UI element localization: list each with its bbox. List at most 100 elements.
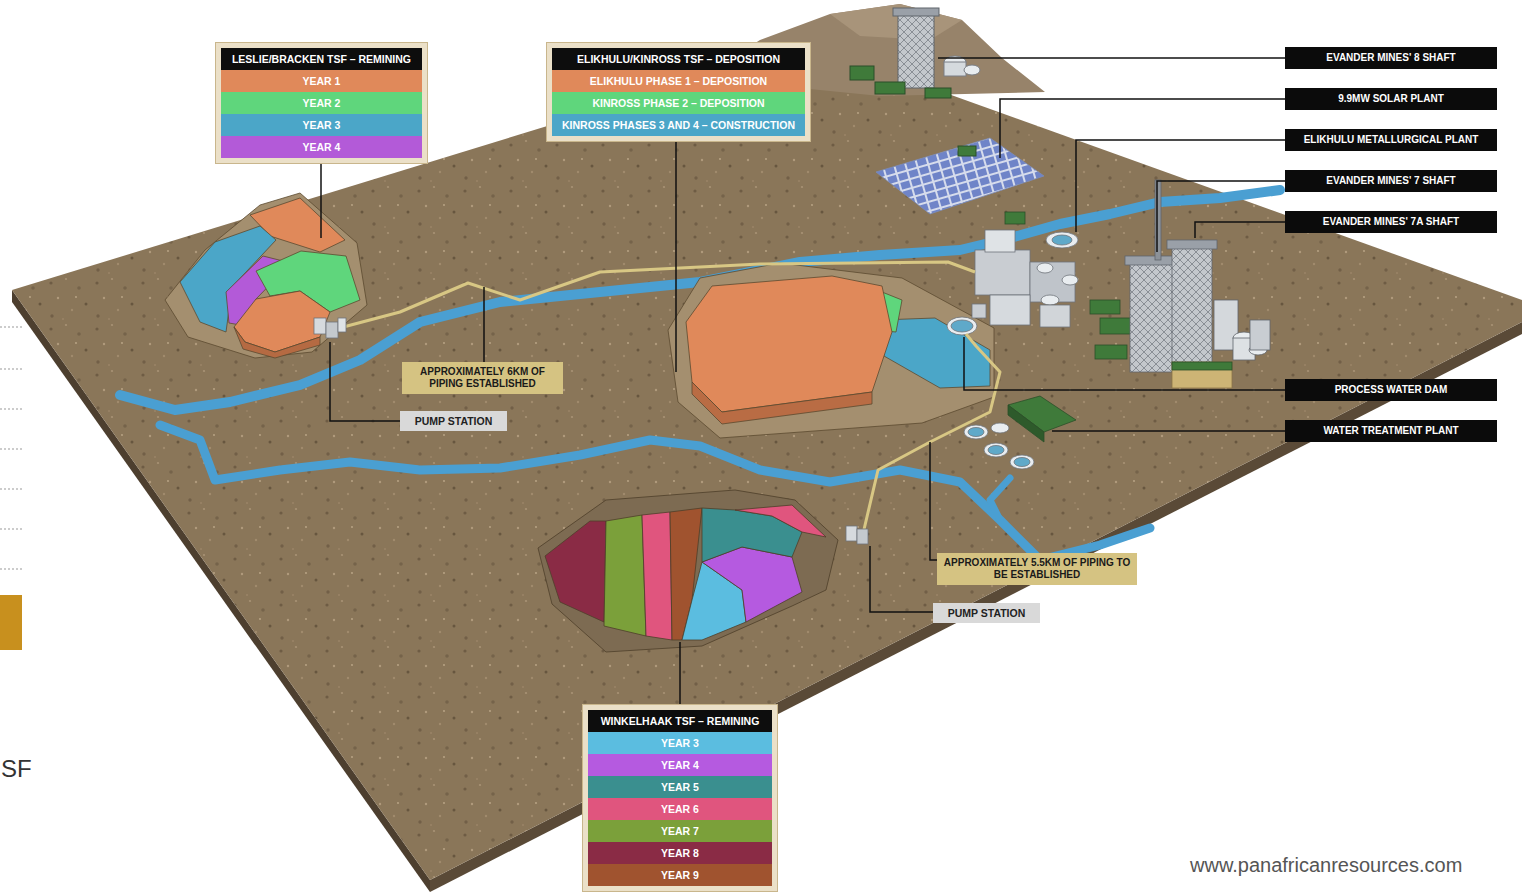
label-text: EVANDER MINES' 8 SHAFT [1295,52,1487,64]
shaft-tower [1172,362,1232,388]
leader-line [675,130,677,372]
label-text: ELIKHULU PHASE 1 – DEPOSITION [562,75,795,87]
water-works [1014,458,1030,467]
label-text: YEAR 1 [231,75,412,87]
shaft-tower [1125,256,1179,265]
processing-plant [1040,305,1070,327]
processing-plant [1005,212,1025,224]
water-works [951,320,973,332]
pipeline [862,334,1000,538]
pipeline [332,262,975,330]
year-band: YEAR 4 [588,754,772,776]
shaft-tower [850,8,980,98]
year-band: YEAR 2 [221,92,422,114]
note-box: APPROXIMATELY 6KM OF PIPING ESTABLISHED [402,362,563,394]
leader-line [930,442,940,560]
shaft-tower [1250,320,1270,350]
pump-station [338,318,346,332]
year-band: YEAR 7 [588,820,772,842]
callout-label: PROCESS WATER DAM [1285,379,1497,401]
label-text: EVANDER MINES' 7 SHAFT [1295,175,1487,187]
label-text: WATER TREATMENT PLANT [1295,425,1487,437]
callout-label: EVANDER MINES' 7A SHAFT [1285,211,1497,233]
callout-label: 9.9MW SOLAR PLANT [1285,88,1497,110]
water-works [972,304,986,318]
year-band: YEAR 4 [221,136,422,158]
tailings-dump [545,521,606,622]
processing-plant [1062,275,1078,285]
panel-heading: LESLIE/BRACKEN TSF – REMINING [221,48,422,70]
shaft-tower [925,88,951,98]
label-text: YEAR 4 [598,759,762,771]
tailings-dump [604,515,646,636]
tailings-dump [686,276,892,412]
label-text: YEAR 4 [231,141,412,153]
label-text: YEAR 5 [598,781,762,793]
label-text: YEAR 3 [231,119,412,131]
shaft-tower [898,10,934,88]
ground-slab [12,4,1522,892]
slide-fragment [0,409,22,410]
panel-heading: ELIKHULU/KINROSS TSF – DEPOSITION [552,48,805,70]
slide-fragment-text: SF [1,755,32,783]
processing-plant [990,295,1030,325]
water-works [968,428,984,437]
tailings-dump [702,547,802,622]
processing-plant [1037,263,1053,273]
label-text: YEAR 7 [598,825,762,837]
processing-plant [985,230,1015,252]
label-text: YEAR 3 [598,737,762,749]
year-band: KINROSS PHASE 2 – DEPOSITION [552,92,805,114]
shaft-tower [1130,262,1174,372]
legend-panel: WINKELHAAK TSF – REMINING YEAR 3 YEAR 4 YEA… [582,704,778,892]
callout-label: EVANDER MINES' 8 SHAFT [1285,47,1497,69]
water-works [988,446,1004,455]
leader-line [321,58,1288,712]
pump-station [857,529,868,544]
leader-line [483,287,485,370]
leader-line [1195,222,1288,238]
leader-line [1076,140,1288,232]
shaft-tower [1167,240,1217,249]
panel-heading: WINKELHAAK TSF – REMINING [588,710,772,732]
year-band: YEAR 3 [588,732,772,754]
shaft-tower [944,62,966,76]
water-works [991,423,1009,433]
processing-plant [975,212,1140,334]
tailings-dump [538,490,838,652]
year-band: KINROSS PHASES 3 AND 4 – CONSTRUCTION [552,114,805,136]
water-works [947,304,1076,469]
slide-fragment [0,327,22,328]
slide-fragment [0,489,22,490]
legend-panel: LESLIE/BRACKEN TSF – REMINING YEAR 1 YEAR … [215,42,428,164]
leader-line [1052,430,1288,432]
processing-plant [1041,295,1059,305]
label-text: APPROXIMATELY 6KM OF PIPING ESTABLISHED [408,366,557,390]
water-works [1010,455,1034,469]
solar-plant [876,138,1044,214]
water-works [984,443,1008,457]
slide-fragment [0,449,22,450]
year-band: YEAR 9 [588,864,772,886]
label-text: YEAR 2 [231,97,412,109]
shaft-tower [1172,362,1232,370]
slide-fragment [0,595,22,650]
label-text: PUMP STATION [943,607,1030,619]
tailings-dump [692,382,872,424]
processing-plant [975,250,1030,295]
legend-panel: ELIKHULU/KINROSS TSF – DEPOSITION ELIKHUL… [546,42,811,142]
river [990,478,1010,520]
solar-plant [876,138,1044,214]
pump-station-label: PUMP STATION [933,603,1040,623]
tailings-dump [668,263,994,438]
tailings-dump [165,193,367,358]
solar-plant [958,146,976,156]
water-works [947,317,977,335]
tailings-dump [234,327,320,358]
label-text: KINROSS PHASES 3 AND 4 – CONSTRUCTION [562,119,795,131]
tailings-dump [668,263,994,438]
callout-label: ELIKHULU METALLURGICAL PLANT [1285,129,1497,151]
slide-fragment [0,327,22,650]
slide-fragment [0,569,22,570]
